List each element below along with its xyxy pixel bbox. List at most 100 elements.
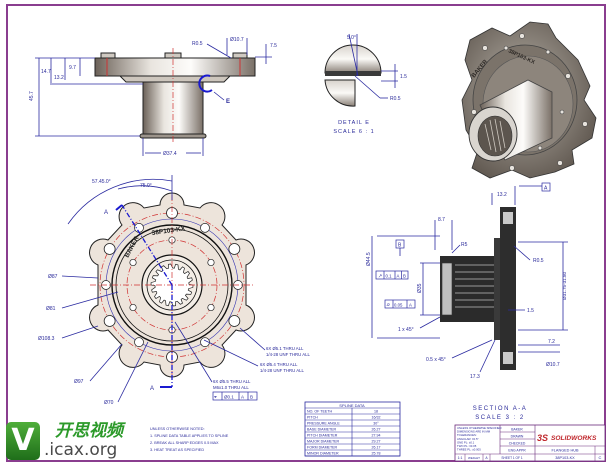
inner-hole <box>129 258 137 267</box>
spline-param-name: MAJOR DIAMETER <box>307 440 340 444</box>
watermark-logo-icon: V <box>6 422 40 460</box>
tb-drawn: DRAWN <box>511 435 524 439</box>
flange-bolt-hole <box>103 315 116 327</box>
detail-e-view: 5.0° 1.5 R0.5 DETAIL E SCALE 6 : 1 <box>324 33 407 135</box>
detail-angle: 5.0° <box>347 35 356 41</box>
section-scale: SCALE 3 : 2 <box>475 415 525 421</box>
spline-param-value: 25.78 <box>372 452 381 456</box>
spline-param-name: PITCH DIAMETER <box>307 434 338 438</box>
section-view: A 13.2 8.7 R5 R0.5 Ø31.75-31.80 1.5 Ø35 … <box>366 182 568 421</box>
spline-param-value: 18 <box>374 410 378 414</box>
spline-param-name: PRESSURE ANGLE <box>307 422 340 426</box>
sec-dim-4: R0.5 <box>533 258 544 264</box>
feature-control-frame: ⌖ Ø0.1 A B <box>212 391 258 401</box>
dim-radius: R0.5 <box>192 41 203 47</box>
ds-logo-icon: 3S <box>537 433 548 443</box>
spline-table-title: SPLINE DATA <box>339 403 365 408</box>
fcf1-datum-a: A <box>397 274 400 279</box>
hole-note-1a: 6X Ø5.1 THRU ALL <box>266 346 304 351</box>
flange-bolt-hole <box>228 315 241 327</box>
dim-d108: Ø108.3 <box>38 336 55 342</box>
detail-radius: R0.5 <box>390 96 401 102</box>
sec-dim-5: Ø31.75-31.80 <box>562 271 567 300</box>
angle-1: 57.45.0° <box>92 179 111 185</box>
dim-hole-dia: Ø10.7 <box>230 37 244 43</box>
inner-hole <box>207 258 215 267</box>
sec-dim-2: 8.7 <box>438 217 445 223</box>
spline-param-name: NO. OF TEETH <box>307 410 332 414</box>
dim-flange-3: 9.7 <box>69 65 76 71</box>
detail-scale: SCALE 6 : 1 <box>333 129 374 135</box>
sec-dim-13: Ø10.7 <box>546 362 560 368</box>
spline-param-name: FORM DIAMETER <box>307 446 338 450</box>
fcf2-datum: A <box>409 303 412 308</box>
solidworks-logo: 3S SOLIDWORKS <box>537 433 597 443</box>
tb-dwg-no: 38P103-KX <box>555 456 575 460</box>
tb-note-line: THREE PL: ±0.005 <box>457 448 481 452</box>
flange-bolt-hole <box>103 243 116 255</box>
fcf-datum-a: A <box>241 395 244 400</box>
fcf-symbol: ⌖ <box>214 395 217 401</box>
logo-text: SOLIDWORKS <box>551 435 597 442</box>
front-view: A A 57.45.0° 75.0° Ø87 Ø81 Ø108.3 Ø97 Ø7… <box>38 175 310 406</box>
front-partno-text: 38P103-KX <box>151 225 186 237</box>
fcf2-symbol: ⌭ <box>387 303 391 309</box>
section-label-bottom: A <box>150 386 154 392</box>
sec-dim-9: 7.2 <box>548 339 555 345</box>
general-notes: UNLESS OTHERWISE NOTED: 1. SPLINE DATA T… <box>150 427 229 452</box>
note-line-4: 3. HEAT TREAT AS SPECIFIED <box>150 448 204 452</box>
sec-dim-11: 0.5 x 45° <box>426 357 446 363</box>
section-datum-a: A <box>544 186 548 192</box>
hole-note-2b: 1/4-28 UNF THRU ALL <box>260 368 304 373</box>
hole-note-2a: 6X Ø5.4 THRU ALL <box>260 362 298 367</box>
fcf2-tolerance: 0.05 <box>394 303 403 308</box>
spline-param-value: 26.27 <box>372 428 381 432</box>
dim-d87: Ø87 <box>48 274 58 280</box>
tb-scale: 1:1 <box>458 456 463 460</box>
tb-checked: CHECKED <box>509 442 526 446</box>
tb-title: FLANGED HUB <box>551 449 578 453</box>
sec-dim-3: R5 <box>461 242 468 248</box>
sec-dim-6: 1.5 <box>527 308 534 314</box>
fcf-datum-b: B <box>250 395 253 400</box>
dim-hub-dia: Ø37.4 <box>163 151 177 157</box>
tb-note-line: TOLERANCES: <box>457 433 477 437</box>
spline-param-name: BASE DIAMETER <box>307 428 337 432</box>
dim-flange-1: 14.7 <box>41 69 51 75</box>
sec-dim-12: 1 x 45° <box>398 327 414 333</box>
detail-callout: E <box>226 99 230 105</box>
tb-note-line: TWO PL: ±0.05 <box>457 444 477 448</box>
watermark-cn-text: 开思视频 <box>55 421 123 441</box>
dim-hole-depth: 7.5 <box>270 43 277 49</box>
hole-note-3b: M6x1.0 THRU ALL <box>213 385 249 390</box>
spline-param-value: 27.94 <box>372 434 381 438</box>
section-title: SECTION A-A <box>473 406 528 412</box>
flange-bolt-hole <box>228 243 241 255</box>
spline-param-value: 26.17 <box>372 446 381 450</box>
tb-company: BAKER <box>511 428 523 432</box>
inner-hole <box>207 303 215 312</box>
tb-sheet: SHEET 1 OF 1 <box>501 456 522 460</box>
spline-param-value: 16/32 <box>372 416 381 420</box>
sec-dim-10: 17.3 <box>470 374 480 380</box>
detail-title: DETAIL E <box>338 120 370 126</box>
note-line-1: UNLESS OTHERWISE NOTED: <box>150 427 205 431</box>
spline-param-value: 30° <box>373 422 379 426</box>
top-view: 45.7 14.7 13.2 9.7 Ø10.7 7.5 R0.5 Ø37.4 … <box>29 37 277 157</box>
fcf-tolerance: Ø0.1 <box>224 395 234 400</box>
detail-depth: 1.5 <box>400 74 407 80</box>
spline-param-name: PITCH <box>307 416 318 420</box>
tb-eng-appr: ENG APPR <box>508 449 526 453</box>
note-line-3: 2. BREAK ALL SHARP EDGES 0.5 MAX <box>150 441 219 445</box>
fcf1-symbol: ↗ <box>378 274 382 280</box>
tb-rev: C <box>599 455 602 460</box>
tb-weight: WEIGHT <box>468 456 480 460</box>
sec-dim-1: 13.2 <box>497 192 507 198</box>
dim-d81: Ø81 <box>46 306 56 312</box>
tb-note-line: ANGULAR: ±0.5° <box>457 437 479 441</box>
fcf1-datum-b: B <box>403 274 406 279</box>
inner-hole <box>129 303 137 312</box>
dim-overall-height: 45.7 <box>29 91 35 101</box>
tb-note-line: DIMENSIONS ARE IN MM <box>457 430 491 434</box>
